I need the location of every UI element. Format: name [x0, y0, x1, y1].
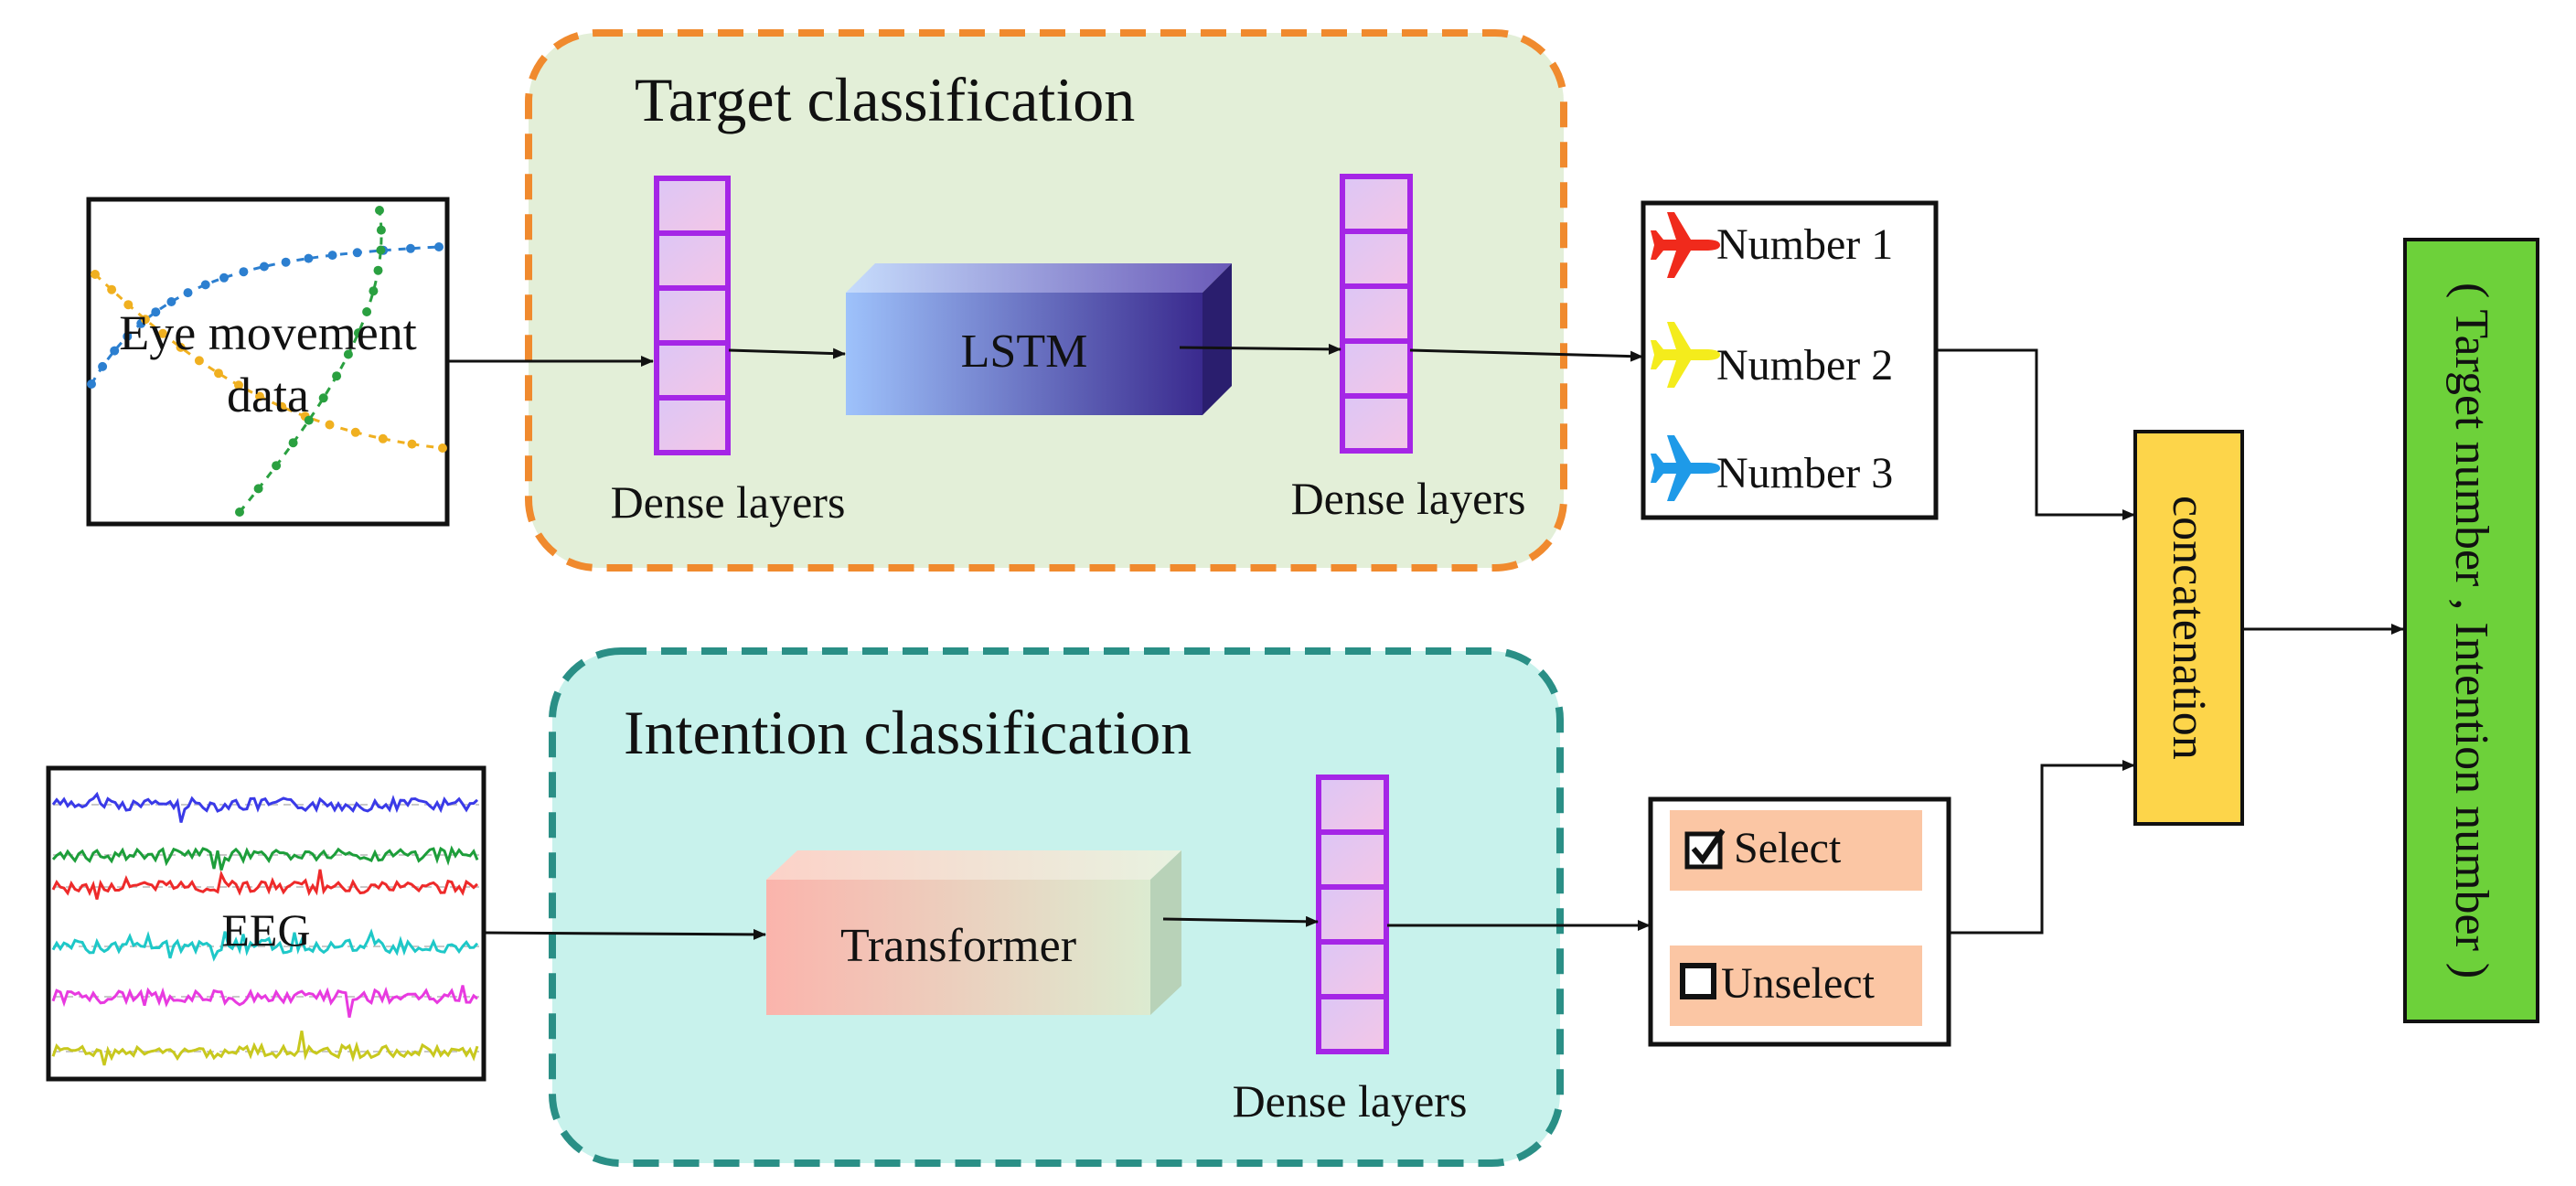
output-number-2: Number 2: [1716, 341, 1894, 390]
concatenation-box: [2133, 430, 2244, 826]
concatenation-label: concatenation: [2163, 496, 2215, 760]
dense-layers-label-3: Dense layers: [1232, 1075, 1468, 1127]
eye-movement-label: Eye movement data: [119, 305, 417, 422]
eeg-plot: [46, 765, 486, 1082]
dense-layers-label-2: Dense layers: [1290, 473, 1526, 524]
lstm-block: [846, 263, 1232, 415]
airplane-icon: [1651, 322, 1720, 388]
target-module-title: Target classification: [635, 65, 1136, 134]
transformer-block: [766, 850, 1181, 1015]
final-output-box: [2403, 238, 2539, 1023]
lstm-label: LSTM: [960, 326, 1088, 378]
connector-targets-to-concat: [1936, 348, 2135, 520]
checkbox-empty-icon: [1680, 963, 1716, 999]
dense-stack-target-out: [1340, 174, 1413, 454]
arrow-dense-to-targets: [1409, 348, 1643, 362]
eeg-label: EEG: [221, 904, 311, 956]
transformer-label: Transformer: [839, 920, 1077, 972]
dense-stack-target-in: [654, 176, 731, 455]
airplane-icon: [1651, 435, 1720, 501]
intention-module-title: Intention classification: [624, 698, 1192, 767]
output-unselect: Unselect: [1721, 959, 1875, 1008]
output-select: Select: [1734, 824, 1842, 872]
arrow-lstm-to-dense: [1179, 343, 1341, 355]
connector-intention-to-concat: [1949, 760, 2135, 935]
arrow-dense-to-lstm: [728, 347, 846, 359]
checkbox-checked-icon: [1684, 828, 1726, 870]
final-output-label: ( Target number , Intention number ): [2445, 282, 2497, 979]
dense-layers-label-1: Dense layers: [610, 476, 846, 528]
arrow-transformer-to-dense: [1162, 915, 1319, 927]
eye-movement-plot: [86, 197, 450, 527]
dense-stack-intention: [1316, 775, 1389, 1054]
airplane-icon: [1651, 212, 1720, 278]
output-number-1: Number 1: [1716, 220, 1894, 269]
intention-output-box: [1648, 796, 1951, 1047]
arrow-eeg-to-transformer: [483, 928, 766, 940]
output-number-3: Number 3: [1716, 449, 1894, 497]
